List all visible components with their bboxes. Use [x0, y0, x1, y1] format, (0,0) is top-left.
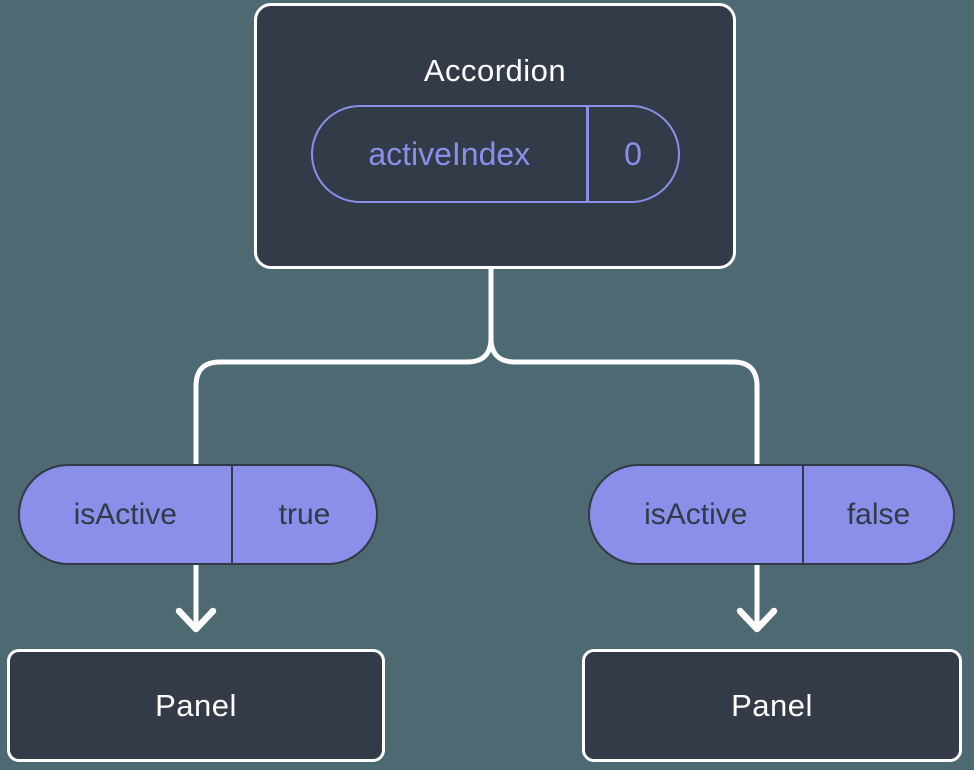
- pill-divider: [586, 107, 589, 201]
- prop-value-label: false: [846, 497, 911, 531]
- panel-node-right: Panel: [582, 649, 962, 762]
- panel-node-title: Panel: [731, 687, 813, 723]
- pill-divider: [801, 466, 804, 563]
- prop-value-label: true: [278, 497, 331, 531]
- panel-node-left: Panel: [7, 649, 385, 762]
- prop-name-label: isActive: [644, 497, 748, 531]
- accordion-node-title: Accordion: [423, 53, 567, 88]
- arrow-down-icon: [175, 607, 217, 633]
- state-pill-activeindex: activeIndex 0: [310, 105, 680, 203]
- state-value-label: 0: [624, 135, 642, 172]
- prop-pill-isactive-right: isActive false: [588, 464, 955, 565]
- connector-branch-right: [488, 265, 760, 629]
- pill-divider: [230, 466, 233, 563]
- state-name-label: activeIndex: [368, 135, 531, 172]
- connector-branch-left: [193, 265, 494, 629]
- prop-pill-isactive-left: isActive true: [18, 464, 378, 565]
- panel-node-title: Panel: [155, 687, 237, 723]
- accordion-node: Accordion activeIndex 0: [254, 3, 736, 269]
- prop-name-label: isActive: [73, 497, 177, 531]
- arrow-down-icon: [736, 607, 778, 633]
